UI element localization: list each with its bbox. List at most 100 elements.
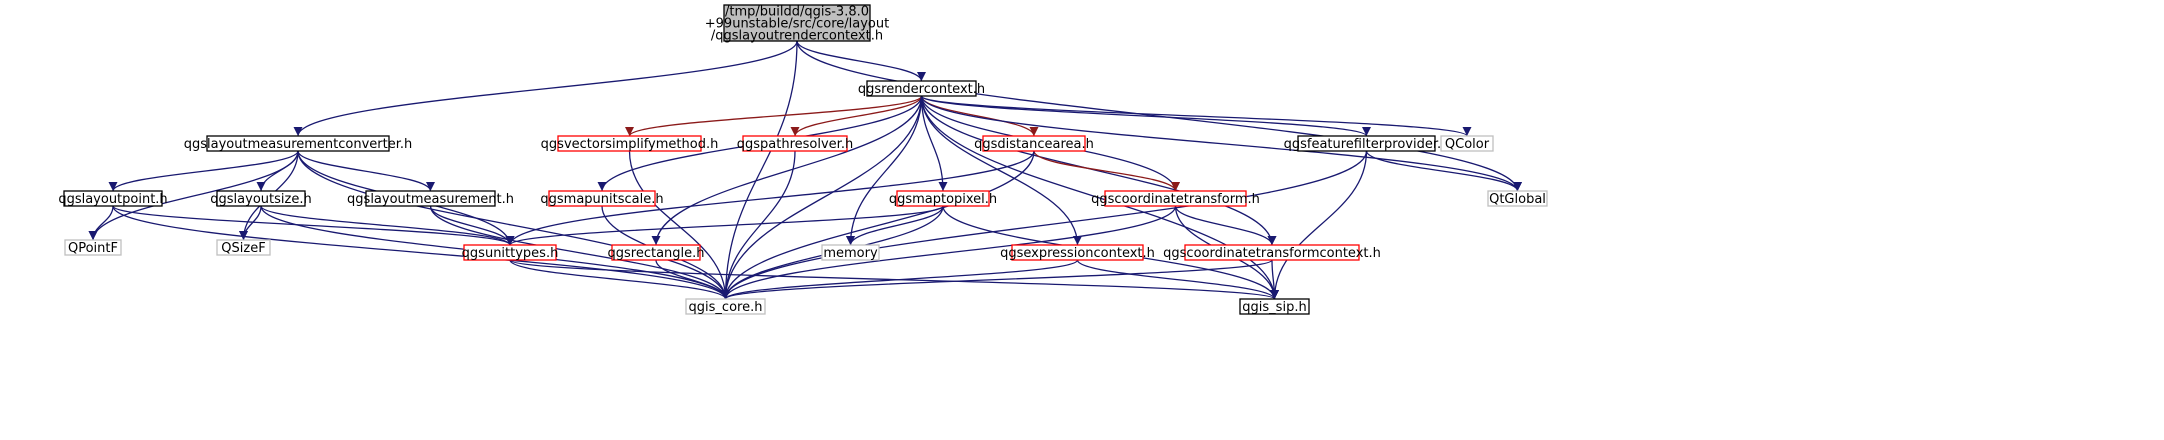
node-qgsrendercontext[interactable]: qgsrendercontext.h <box>858 80 985 97</box>
node-box[interactable] <box>1184 244 1360 261</box>
node-qglobal[interactable]: QtGlobal <box>1487 190 1548 207</box>
node-qgsdistancearea[interactable]: qgsdistancearea.h <box>974 135 1094 152</box>
node-qgsmapunitscale[interactable]: qgsmapunitscale.h <box>540 190 664 207</box>
edge-group <box>721 259 1273 300</box>
node-box[interactable] <box>463 244 557 261</box>
edge-group <box>721 95 923 300</box>
edge-group <box>293 40 798 137</box>
edge-qgsrendercontext-to-qcolor <box>920 95 1472 137</box>
edge-qgsmaptopixel-to-memory <box>846 205 944 246</box>
node-qgsvectorsimplifymethod[interactable]: qgsvectorsimplifymethod.h <box>541 135 719 152</box>
node-label: QtGlobal <box>1489 192 1546 207</box>
edge-group <box>239 205 262 241</box>
node-box[interactable] <box>821 244 880 261</box>
node-box[interactable] <box>866 80 977 97</box>
edge-qgslayoutmeasurementconverter-to-qgslayoutpoint <box>108 150 299 192</box>
edge-qgsdistancearea-to-qgsunittypes <box>505 150 1035 246</box>
node-qgsunittypes[interactable]: qgsunittypes.h <box>462 244 559 261</box>
node-qpointf[interactable]: QPointF <box>64 239 122 256</box>
node-label: qgslayoutpoint.h <box>58 192 167 207</box>
node-box[interactable] <box>1297 135 1436 152</box>
node-box[interactable] <box>557 135 702 152</box>
node-qgsfeaturefilterprovider[interactable]: qgsfeaturefilterprovider.h <box>1284 135 1450 152</box>
node-label: qgsmaptopixel.h <box>889 192 997 207</box>
edge-qgslayoutmeasurementconverter-to-qgslayoutmeasurement <box>297 150 435 192</box>
node-box[interactable] <box>216 190 306 207</box>
edge-group <box>1365 150 1522 192</box>
edge-qgsrendercontext-to-qgspathresolver <box>790 95 923 137</box>
node-label: QSizeF <box>221 241 265 256</box>
node-qgscoordinatetransformcontext[interactable]: qgscoordinatetransformcontext.h <box>1163 244 1381 261</box>
edge-group <box>260 205 515 246</box>
edge-qgsrendercontext-to-memory <box>846 95 923 246</box>
node-memory[interactable]: memory <box>821 244 880 261</box>
node-box[interactable] <box>548 190 656 207</box>
edge-group <box>920 95 1277 246</box>
node-box[interactable] <box>64 239 122 256</box>
node-label: /tmp/buildd/qgis-3.8.0 <box>725 5 869 20</box>
node-root[interactable]: /tmp/buildd/qgis-3.8.0+99unstable/src/co… <box>705 4 889 44</box>
edge-group <box>509 259 730 300</box>
node-label: qgsdistancearea.h <box>974 137 1094 152</box>
edge-group <box>920 95 1472 137</box>
node-label: qgslayoutsize.h <box>210 192 311 207</box>
node-qgsexpressioncontext[interactable]: qgsexpressioncontext.h <box>1000 244 1155 261</box>
edge-qgsmaptopixel-to-qgsunittypes <box>505 205 944 246</box>
node-qgslayoutpoint[interactable]: qgslayoutpoint.h <box>58 190 168 207</box>
edge-qgsdistancearea-to-qgis_core <box>721 150 1035 300</box>
edge-qgslayoutpoint-to-qgsunittypes <box>112 205 515 246</box>
edge-group <box>625 95 923 137</box>
edge-qgslayoutpoint-to-qpointf <box>88 205 114 241</box>
edge-qgsunittypes-to-qgis_core <box>509 259 730 300</box>
node-qcolor[interactable]: QColor <box>1440 135 1494 152</box>
edge-qgspathresolver-to-qgis_core <box>721 150 796 300</box>
node-box[interactable] <box>742 135 848 152</box>
node-box[interactable] <box>685 298 766 315</box>
node-box[interactable] <box>63 190 163 207</box>
node-box[interactable] <box>216 239 271 256</box>
node-label: qgslayoutmeasurementconverter.h <box>184 137 413 152</box>
node-box[interactable] <box>723 4 871 42</box>
edge-qgscoordinatetransformcontext-to-qgis_core <box>721 259 1273 300</box>
edge-qgsfeaturefilterprovider-to-qglobal <box>1365 150 1522 192</box>
node-qgsmaptopixel[interactable]: qgsmaptopixel.h <box>889 190 997 207</box>
node-box[interactable] <box>896 190 990 207</box>
node-label: qgsmapunitscale.h <box>540 192 663 207</box>
node-qsizef[interactable]: QSizeF <box>216 239 271 256</box>
edge-group <box>920 95 1522 192</box>
edge-group <box>1076 259 1279 300</box>
nodes-layer: /tmp/buildd/qgis-3.8.0+99unstable/src/co… <box>58 4 1548 315</box>
node-box[interactable] <box>206 135 390 152</box>
node-box[interactable] <box>1239 298 1310 315</box>
node-qgis_core[interactable]: qgis_core.h <box>685 298 766 315</box>
node-label: qgslayoutmeasurement.h <box>347 192 514 207</box>
edge-group <box>628 150 730 300</box>
node-qgslayoutsize[interactable]: qgslayoutsize.h <box>210 190 312 207</box>
node-qgsrectangle[interactable]: qgsrectangle.h <box>607 244 705 261</box>
node-qgscoordinatetransform[interactable]: qgscoordinatetransform.h <box>1091 190 1260 207</box>
edge-qgsexpressioncontext-to-qgis_sip <box>1076 259 1279 300</box>
node-qgspathresolver[interactable]: qgspathresolver.h <box>737 135 853 152</box>
node-box[interactable] <box>1440 135 1494 152</box>
node-qgis_sip[interactable]: qgis_sip.h <box>1239 298 1310 315</box>
node-box[interactable] <box>982 135 1086 152</box>
node-box[interactable] <box>611 244 701 261</box>
edge-qgslayoutsize-to-qgsunittypes <box>260 205 515 246</box>
edge-qgslayoutpoint-to-qgis_core <box>112 205 730 300</box>
edges-layer <box>88 40 1522 300</box>
node-box[interactable] <box>365 190 496 207</box>
edge-qgsfeaturefilterprovider-to-qgis_core <box>721 150 1368 300</box>
node-label: qgscoordinatetransform.h <box>1091 192 1260 207</box>
node-qgslayoutmeasurementconverter[interactable]: qgslayoutmeasurementconverter.h <box>184 135 413 152</box>
node-box[interactable] <box>1104 190 1247 207</box>
node-box[interactable] <box>1011 244 1144 261</box>
edge-group <box>721 40 798 300</box>
edge-qgsrendercontext-to-qgscoordinatetransformcontext <box>920 95 1277 246</box>
edge-group <box>846 95 923 246</box>
node-box[interactable] <box>1487 190 1548 207</box>
node-label: qgsfeaturefilterprovider.h <box>1284 137 1450 152</box>
node-qgslayoutmeasurement[interactable]: qgslayoutmeasurement.h <box>347 190 514 207</box>
edge-group <box>1174 205 1277 246</box>
node-label: qgis_sip.h <box>1242 300 1306 315</box>
